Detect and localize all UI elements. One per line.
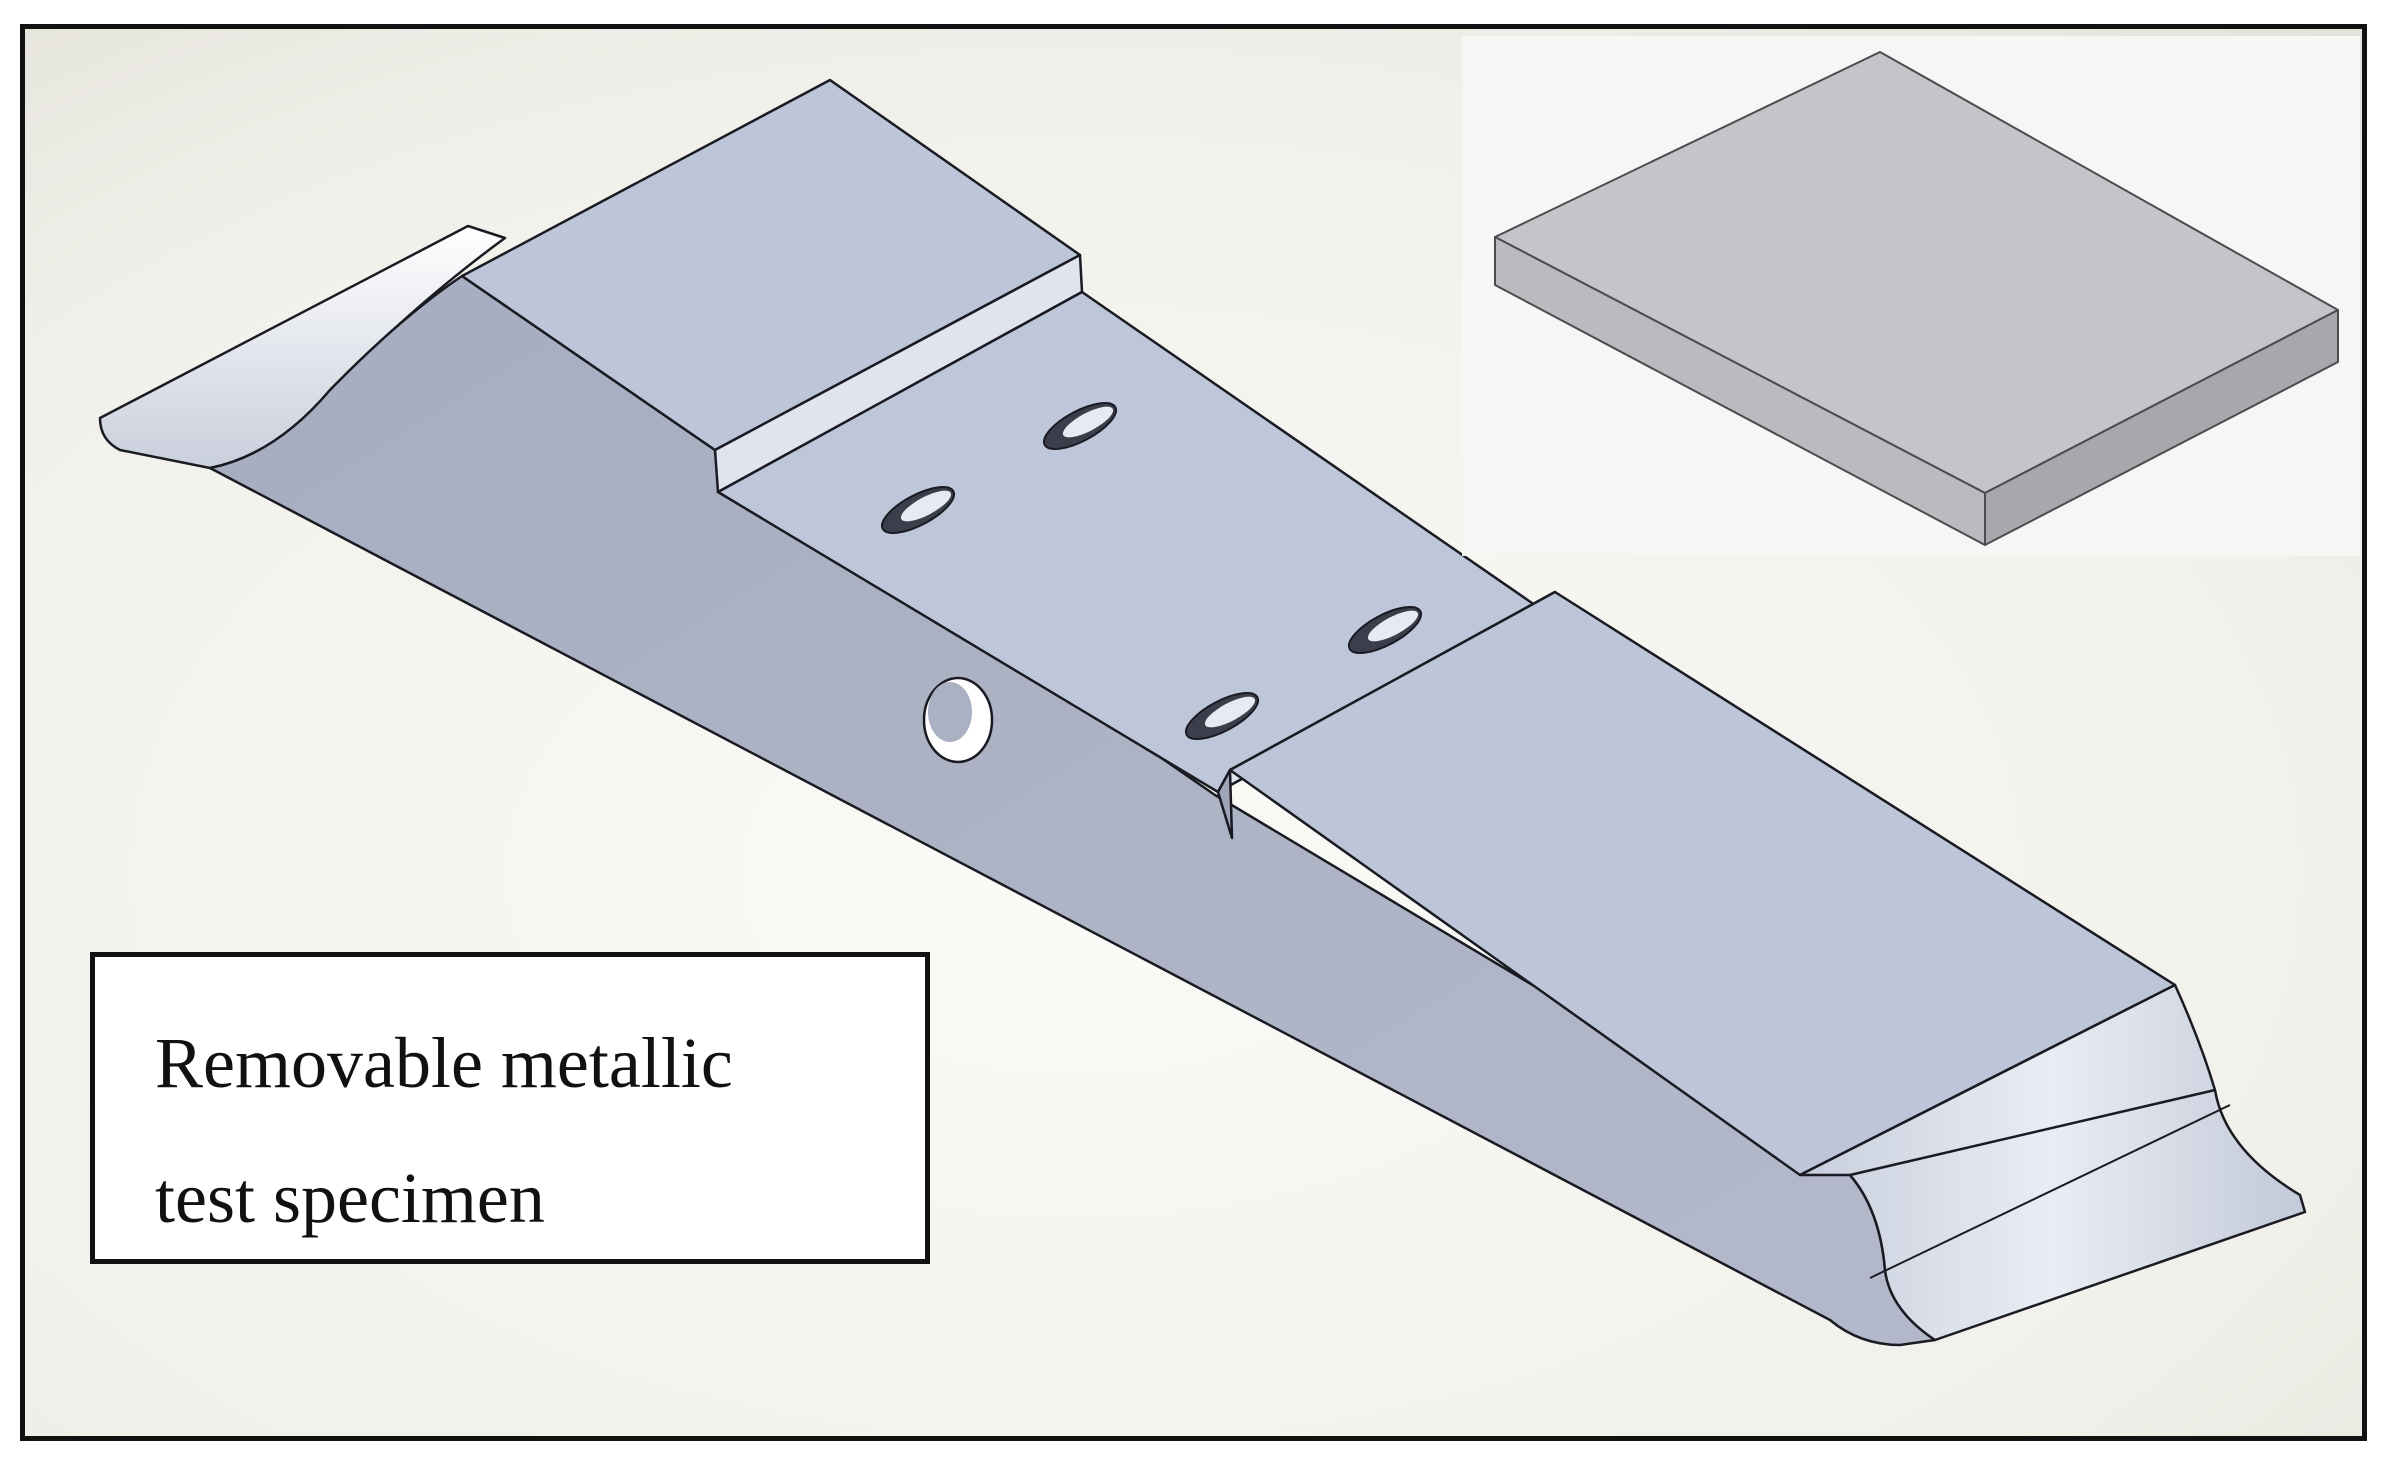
specimen-side-face xyxy=(1984,309,2339,546)
test-specimen-plate xyxy=(1494,51,2339,546)
right-scoop-edge xyxy=(1849,1088,2216,1177)
figure-frame xyxy=(20,24,2367,1441)
caption-line: test specimen xyxy=(155,1158,545,1238)
slot-highlight xyxy=(1367,610,1419,642)
step-notch xyxy=(1216,768,1234,840)
caption-box: Removable metallic test specimen xyxy=(90,952,930,1264)
bracket-part xyxy=(98,78,2307,1347)
slot-highlight xyxy=(1204,696,1256,728)
right-scoop-lip xyxy=(1869,1104,2231,1279)
side-bore-shadow xyxy=(928,682,972,742)
specimen-inset xyxy=(1462,36,2360,556)
slot-highlight xyxy=(1062,406,1114,438)
slot-highlights xyxy=(900,406,1419,728)
caption-line: Removable metallic xyxy=(155,1023,733,1103)
slot-highlight xyxy=(900,490,952,522)
